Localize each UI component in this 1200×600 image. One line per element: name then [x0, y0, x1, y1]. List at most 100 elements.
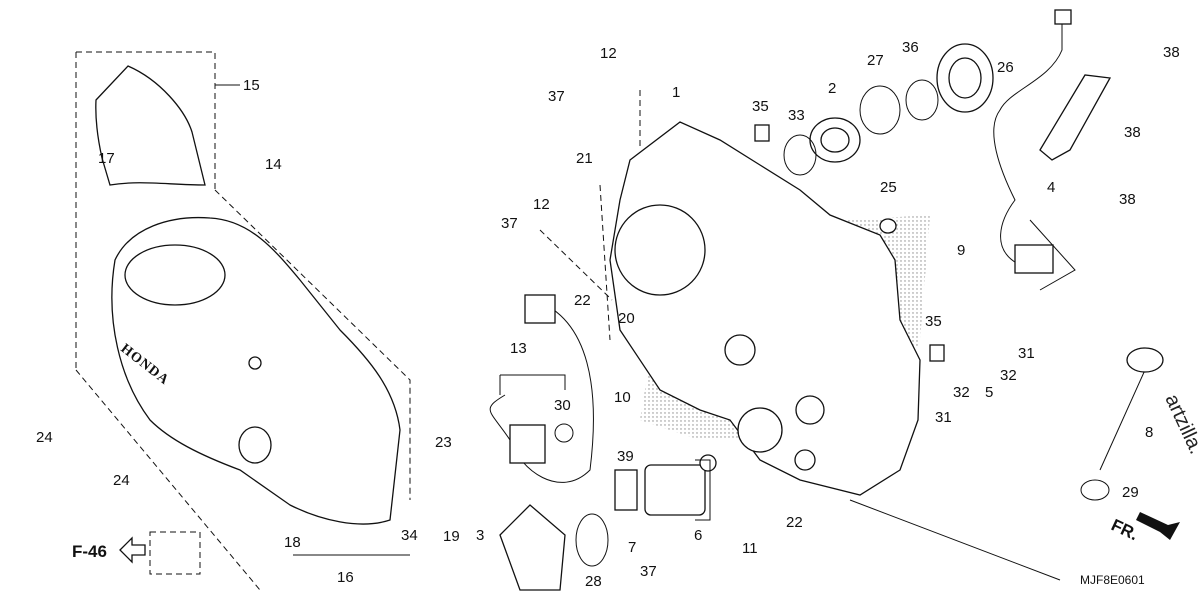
callout-12: 12 [600, 45, 617, 62]
callout-24: 24 [36, 429, 53, 446]
pin-part-35 [754, 124, 770, 142]
oring-part-28 [575, 513, 609, 567]
callout-9: 9 [957, 242, 965, 259]
oil-port-2 [795, 395, 825, 425]
callout-34: 34 [401, 527, 418, 544]
seal-inner [820, 127, 850, 153]
bracket-part-4 [1039, 74, 1112, 161]
cover-bracket-bottom [214, 189, 411, 500]
callout-16: 16 [337, 569, 354, 586]
sensor-part-13 [509, 424, 546, 464]
callout-13: 13 [510, 340, 527, 357]
callout-37b: 37 [501, 215, 518, 232]
oring-part-27 [859, 85, 901, 135]
callout-29: 29 [1122, 484, 1139, 501]
callout-37: 37 [548, 88, 565, 105]
filter-cover-part-3 [499, 504, 566, 591]
gasket-part-17 [95, 65, 206, 186]
cover-bolt-hole [248, 356, 262, 370]
callout-18: 18 [284, 534, 301, 551]
callout-12b: 12 [533, 196, 550, 213]
callout-28: 28 [585, 573, 602, 590]
callout-22b: 22 [786, 514, 803, 531]
callout-33: 33 [788, 107, 805, 124]
pin-part-35b [929, 344, 945, 362]
callout-31: 31 [1018, 345, 1035, 362]
oring-part-33 [783, 134, 817, 176]
circlip-part-36 [905, 79, 939, 121]
callout-15: 15 [243, 77, 260, 94]
cover-hole [238, 426, 272, 464]
callout-32b: 32 [1000, 367, 1017, 384]
callout-25: 25 [880, 179, 897, 196]
callout-20: 20 [618, 310, 635, 327]
sensor-wire-part-9 [993, 15, 1063, 266]
callout-6: 6 [694, 527, 702, 544]
oil-filter-part-6 [644, 464, 706, 516]
leader-13 [500, 374, 566, 390]
callout-4: 4 [1047, 179, 1055, 196]
leader-8 [849, 499, 1061, 581]
callout-35: 35 [752, 98, 769, 115]
watermark: artzilla. [1160, 391, 1200, 458]
connector-top [1054, 9, 1072, 25]
callout-23: 23 [435, 434, 452, 451]
cover-boss [124, 244, 226, 306]
callout-36: 36 [902, 39, 919, 56]
leader-21 [599, 184, 611, 341]
front-arrow-icon [1136, 512, 1180, 540]
oring-part-29 [1080, 479, 1110, 501]
callout-39: 39 [617, 448, 634, 465]
bearing-inner [948, 57, 982, 99]
callout-labels: 1 2 3 4 5 6 7 8 9 10 11 12 12 13 14 15 1… [36, 39, 1180, 590]
callout-35b: 35 [925, 313, 942, 330]
callout-17: 17 [98, 150, 115, 167]
callout-24b: 24 [113, 472, 130, 489]
connector-part-13 [524, 294, 556, 324]
oil-port [737, 407, 783, 453]
leader-9 [1029, 219, 1076, 291]
oring-part-30 [554, 423, 574, 443]
callout-31b: 31 [935, 409, 952, 426]
spring-part-7 [614, 469, 638, 511]
callout-22: 22 [574, 292, 591, 309]
callout-7: 7 [628, 539, 636, 556]
callout-2: 2 [828, 80, 836, 97]
callout-38b: 38 [1124, 124, 1141, 141]
callout-14: 14 [265, 156, 282, 173]
callout-11: 11 [742, 540, 758, 557]
sensor-wire-part-13 [489, 299, 594, 483]
cover-dome [614, 204, 706, 296]
callout-5: 5 [985, 384, 993, 401]
dipstick-part-8 [1099, 369, 1146, 471]
callout-21: 21 [576, 150, 593, 167]
callout-32: 32 [953, 384, 970, 401]
dipstick-cap [1126, 347, 1164, 373]
callout-19: 19 [443, 528, 460, 545]
callout-26: 26 [997, 59, 1014, 76]
callout-10: 10 [614, 389, 631, 406]
callout-38: 38 [1163, 44, 1180, 61]
filter-ring [699, 454, 717, 472]
cover-bracket-lower [75, 369, 261, 591]
sensor-part-9 [1014, 244, 1054, 274]
oil-port-3 [794, 449, 816, 471]
filter-port [724, 334, 756, 366]
diagram-code: MJF8E0601 [1080, 573, 1145, 587]
ref-arrow-icon [119, 536, 146, 564]
callout-30: 30 [554, 397, 571, 414]
fastener-box [149, 531, 201, 575]
callout-1: 1 [672, 84, 680, 101]
callout-38c: 38 [1119, 191, 1136, 208]
leader-12b [539, 229, 613, 301]
callout-27: 27 [867, 52, 884, 69]
callout-37c: 37 [640, 563, 657, 580]
callout-8: 8 [1145, 424, 1153, 441]
grommet-part-25 [879, 218, 897, 234]
leader-6 [695, 459, 711, 521]
callout-3: 3 [476, 527, 484, 544]
ref-label: F-46 [72, 542, 107, 561]
cover-bracket [76, 51, 216, 190]
